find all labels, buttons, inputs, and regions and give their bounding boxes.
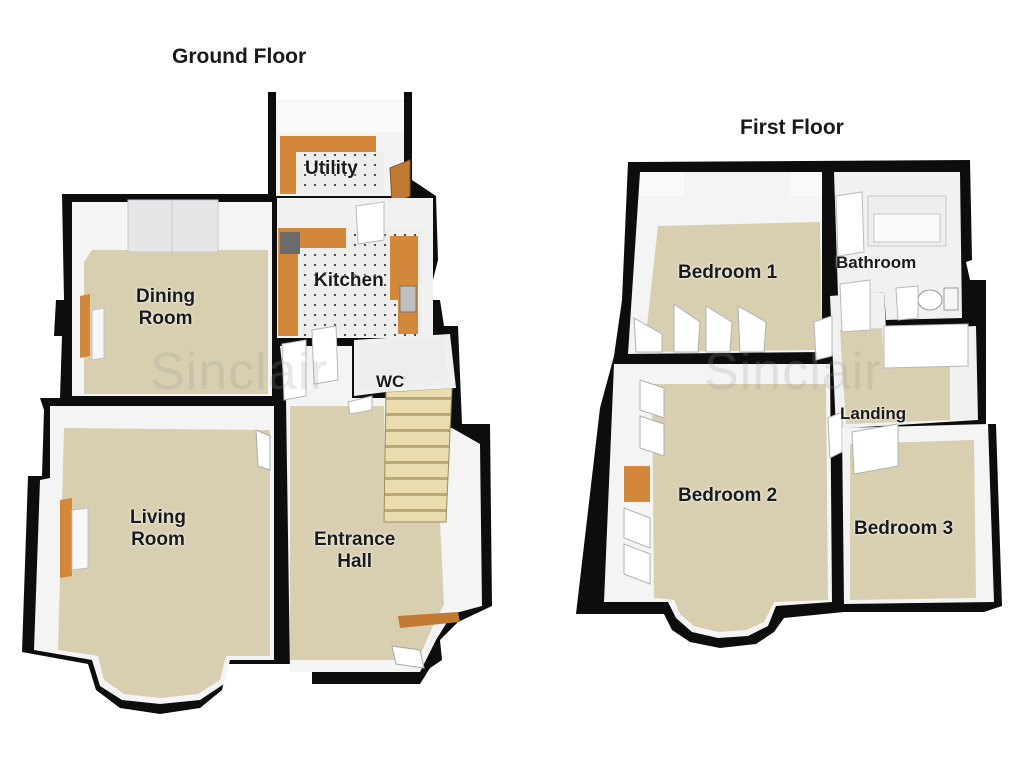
bedroom-1-wardrobes	[633, 303, 767, 353]
ground-floor-plan	[22, 92, 492, 714]
wc-room	[354, 334, 456, 396]
entrance-hall-label: Entrance Hall	[314, 529, 395, 573]
wc-label: WC	[376, 372, 405, 391]
bedroom-2	[604, 364, 843, 638]
bedroom-2-wardrobes	[623, 379, 665, 585]
dining-room-label: Dining Room	[136, 286, 195, 330]
entrance-hall-label-line-1: Entrance	[314, 529, 396, 550]
kitchen-room	[277, 198, 433, 338]
living-room-label-line-1: Living	[130, 507, 186, 528]
utility-label: Utility	[305, 158, 358, 179]
living-room	[34, 406, 274, 704]
watermark-first-floor: Sinclair	[704, 343, 883, 401]
bedroom-2-label: Bedroom 2	[678, 485, 778, 506]
staircase	[383, 387, 453, 523]
entrance-hall	[280, 346, 482, 672]
kitchen-label: Kitchen	[314, 270, 384, 291]
bedroom-1-label: Bedroom 1	[678, 262, 778, 283]
ground-floor-doors	[281, 325, 373, 415]
landing	[813, 279, 978, 430]
living-room-label: Living Room	[130, 507, 186, 551]
utility-room	[276, 100, 411, 205]
bathroom-label: Bathroom	[836, 253, 917, 272]
first-floor-heading: First Floor	[740, 116, 844, 139]
bedroom-1	[628, 172, 822, 354]
dining-room-label-line-1: Dining	[136, 286, 196, 307]
dining-room	[72, 199, 272, 396]
dining-room-label-line-2: Room	[138, 307, 193, 329]
ground-floor-heading: Ground Floor	[172, 45, 307, 68]
landing-label: Landing	[840, 404, 907, 423]
bedroom-3	[842, 423, 994, 604]
bedroom-3-label: Bedroom 3	[854, 518, 954, 539]
watermark-ground-floor: Sinclair	[150, 343, 329, 401]
living-room-label-line-2: Room	[131, 528, 185, 550]
first-floor-plan	[576, 160, 1002, 648]
entrance-hall-label-line-2: Hall	[337, 550, 373, 572]
